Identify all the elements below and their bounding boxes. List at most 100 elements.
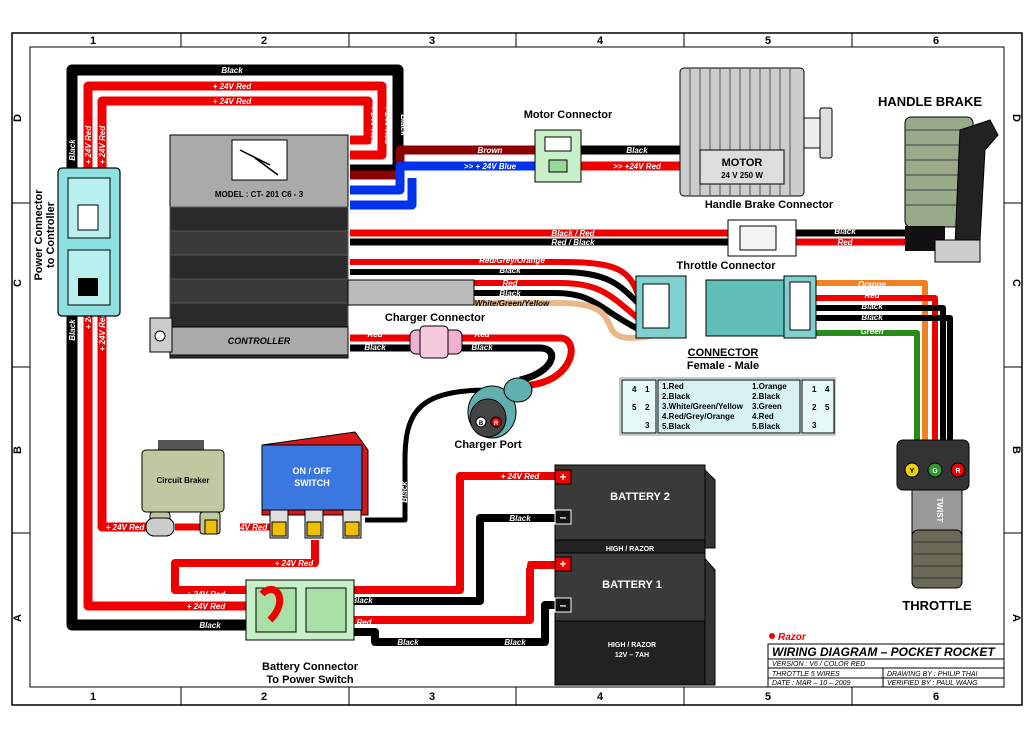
connector-legend: CONNECTOR Female - Male 4 1 5 2 3 4 1 2 … xyxy=(619,347,836,436)
fpin-1: 1 xyxy=(645,385,650,394)
motor-spec: 24 V 250 W xyxy=(721,171,763,180)
col-label-3b: 3 xyxy=(429,691,435,703)
mpin-3: 5 xyxy=(825,403,830,412)
wire-wgy xyxy=(474,300,656,341)
label-rgo: Red/Grey/Orange xyxy=(479,256,545,265)
label-black-v3: Black xyxy=(68,319,77,341)
battery-1 xyxy=(554,552,716,686)
col-label-6: 6 xyxy=(933,35,939,47)
throttle-label: THROTTLE xyxy=(902,598,972,613)
label-black-v1: Black xyxy=(68,139,77,161)
col-label-5b: 5 xyxy=(765,691,771,703)
label-orange: Orange xyxy=(858,280,887,289)
switch-label-1: ON / OFF xyxy=(293,466,332,476)
col-label-3: 3 xyxy=(429,35,435,47)
label-ch-black2: Black xyxy=(471,343,493,352)
col-label-2b: 2 xyxy=(261,691,267,703)
wires xyxy=(66,64,953,646)
label-blue: >> + 24V Blue xyxy=(464,162,517,171)
mpin-4: 3 xyxy=(812,421,817,430)
wire-blue xyxy=(350,161,535,195)
on-off-switch xyxy=(261,431,369,539)
label-red-v1: + 24V Red xyxy=(84,125,93,165)
label-black-bc: Black xyxy=(199,621,221,630)
battery-1-minus-icon: – xyxy=(560,598,567,612)
battery-1-plus-icon: + xyxy=(559,557,566,571)
label-red-v2: + 24V Red xyxy=(98,125,107,165)
label-ch-red2: Red xyxy=(474,330,490,339)
col-label-2: 2 xyxy=(261,35,267,47)
throttle-r: R xyxy=(955,468,960,475)
label-tblack1: Black xyxy=(499,266,521,275)
motor-connector-label: Motor Connector xyxy=(524,109,613,121)
row-label-b-right: B xyxy=(1010,446,1022,454)
battery-2-label: BATTERY 2 xyxy=(610,491,670,503)
circuit-breaker-label: Circuit Braker xyxy=(157,476,210,485)
throttle-y: Y xyxy=(910,468,915,475)
label-red-top-1: + 24V Red xyxy=(213,82,253,91)
label-t-black2: Black xyxy=(861,313,883,322)
wire-red-left-2 xyxy=(97,310,150,532)
circuit-breaker xyxy=(141,440,225,537)
row-label-d: D xyxy=(12,114,24,122)
label-tred: Red xyxy=(502,279,518,288)
col-label-5: 5 xyxy=(765,35,771,47)
label-red-sw: + 24V Red xyxy=(229,523,269,532)
label-sw-black: Black xyxy=(400,481,409,503)
fpin-3: 2 xyxy=(645,403,650,412)
battery-connector xyxy=(245,579,355,641)
wire-bat2-black xyxy=(350,514,555,605)
charger-connector-label: Charger Connector xyxy=(385,312,486,324)
charger-connector xyxy=(409,325,463,359)
battery-2-plus-icon: + xyxy=(559,470,566,484)
battery-1-brand: HIGH / RAZOR xyxy=(608,642,656,649)
throttle-g: G xyxy=(932,468,938,475)
wire-black-left xyxy=(66,310,250,631)
handle-brake xyxy=(904,116,999,263)
label-red-top-2: + 24V Red xyxy=(213,97,253,106)
fpin-4: 3 xyxy=(645,421,650,430)
wire-switch-battery xyxy=(171,540,319,594)
wire-t-black1 xyxy=(815,305,946,440)
wire-charger-black2 xyxy=(460,344,555,384)
charger-port-r: R xyxy=(494,421,499,427)
charger-port-b: B xyxy=(479,421,484,427)
row-label-c-right: C xyxy=(1010,279,1022,287)
power-connector-label-1: Power Connector xyxy=(33,189,45,281)
handle-brake-connector-label: Handle Brake Connector xyxy=(705,199,834,211)
col-label-4b: 4 xyxy=(597,691,604,703)
wire-bat1-black xyxy=(350,601,555,646)
legend-female-0: 1.Red xyxy=(662,382,684,391)
mpin-0: 4 xyxy=(825,385,830,394)
label-motor-black: Black xyxy=(626,146,648,155)
row-label-a: A xyxy=(12,614,24,622)
motor-title: MOTOR xyxy=(722,157,763,169)
wire-green xyxy=(815,330,920,440)
controller xyxy=(149,134,475,359)
label-bat2-black: Black xyxy=(509,514,531,523)
brand-logo: Razor xyxy=(778,632,807,643)
battery-connector-label-2: To Power Switch xyxy=(266,674,353,686)
wire-red-top-2 xyxy=(97,96,373,170)
label-ch-black: Black xyxy=(364,343,386,352)
col-label-1: 1 xyxy=(90,35,96,47)
label-bat-red: + 24V Red xyxy=(386,578,426,587)
battery-connector-label-1: Battery Connector xyxy=(262,661,359,673)
grid-lines xyxy=(12,33,1022,705)
label-red-bc2: + 24V Red xyxy=(187,602,227,611)
grid-column-labels: 1 2 3 4 5 6 1 2 3 4 5 6 xyxy=(90,35,939,703)
legend-male-3: 4.Red xyxy=(752,412,774,421)
label-t-black1: Black xyxy=(861,302,883,311)
power-connector-label-2: to Controller xyxy=(45,201,57,268)
wire-bat1-red xyxy=(350,561,555,624)
battery-2-brand: HIGH / RAZOR xyxy=(606,546,654,553)
handle-brake-connector xyxy=(727,219,797,257)
wire-blue-2 xyxy=(350,178,417,210)
label-red-cb: + 24V Red xyxy=(106,523,146,532)
label-red-bc1: + 24V Red xyxy=(187,590,227,599)
switch-label-2: SWITCH xyxy=(294,478,330,488)
motor xyxy=(679,67,833,197)
label-bat1-red: Red xyxy=(512,561,528,570)
mpin-2: 2 xyxy=(812,403,817,412)
